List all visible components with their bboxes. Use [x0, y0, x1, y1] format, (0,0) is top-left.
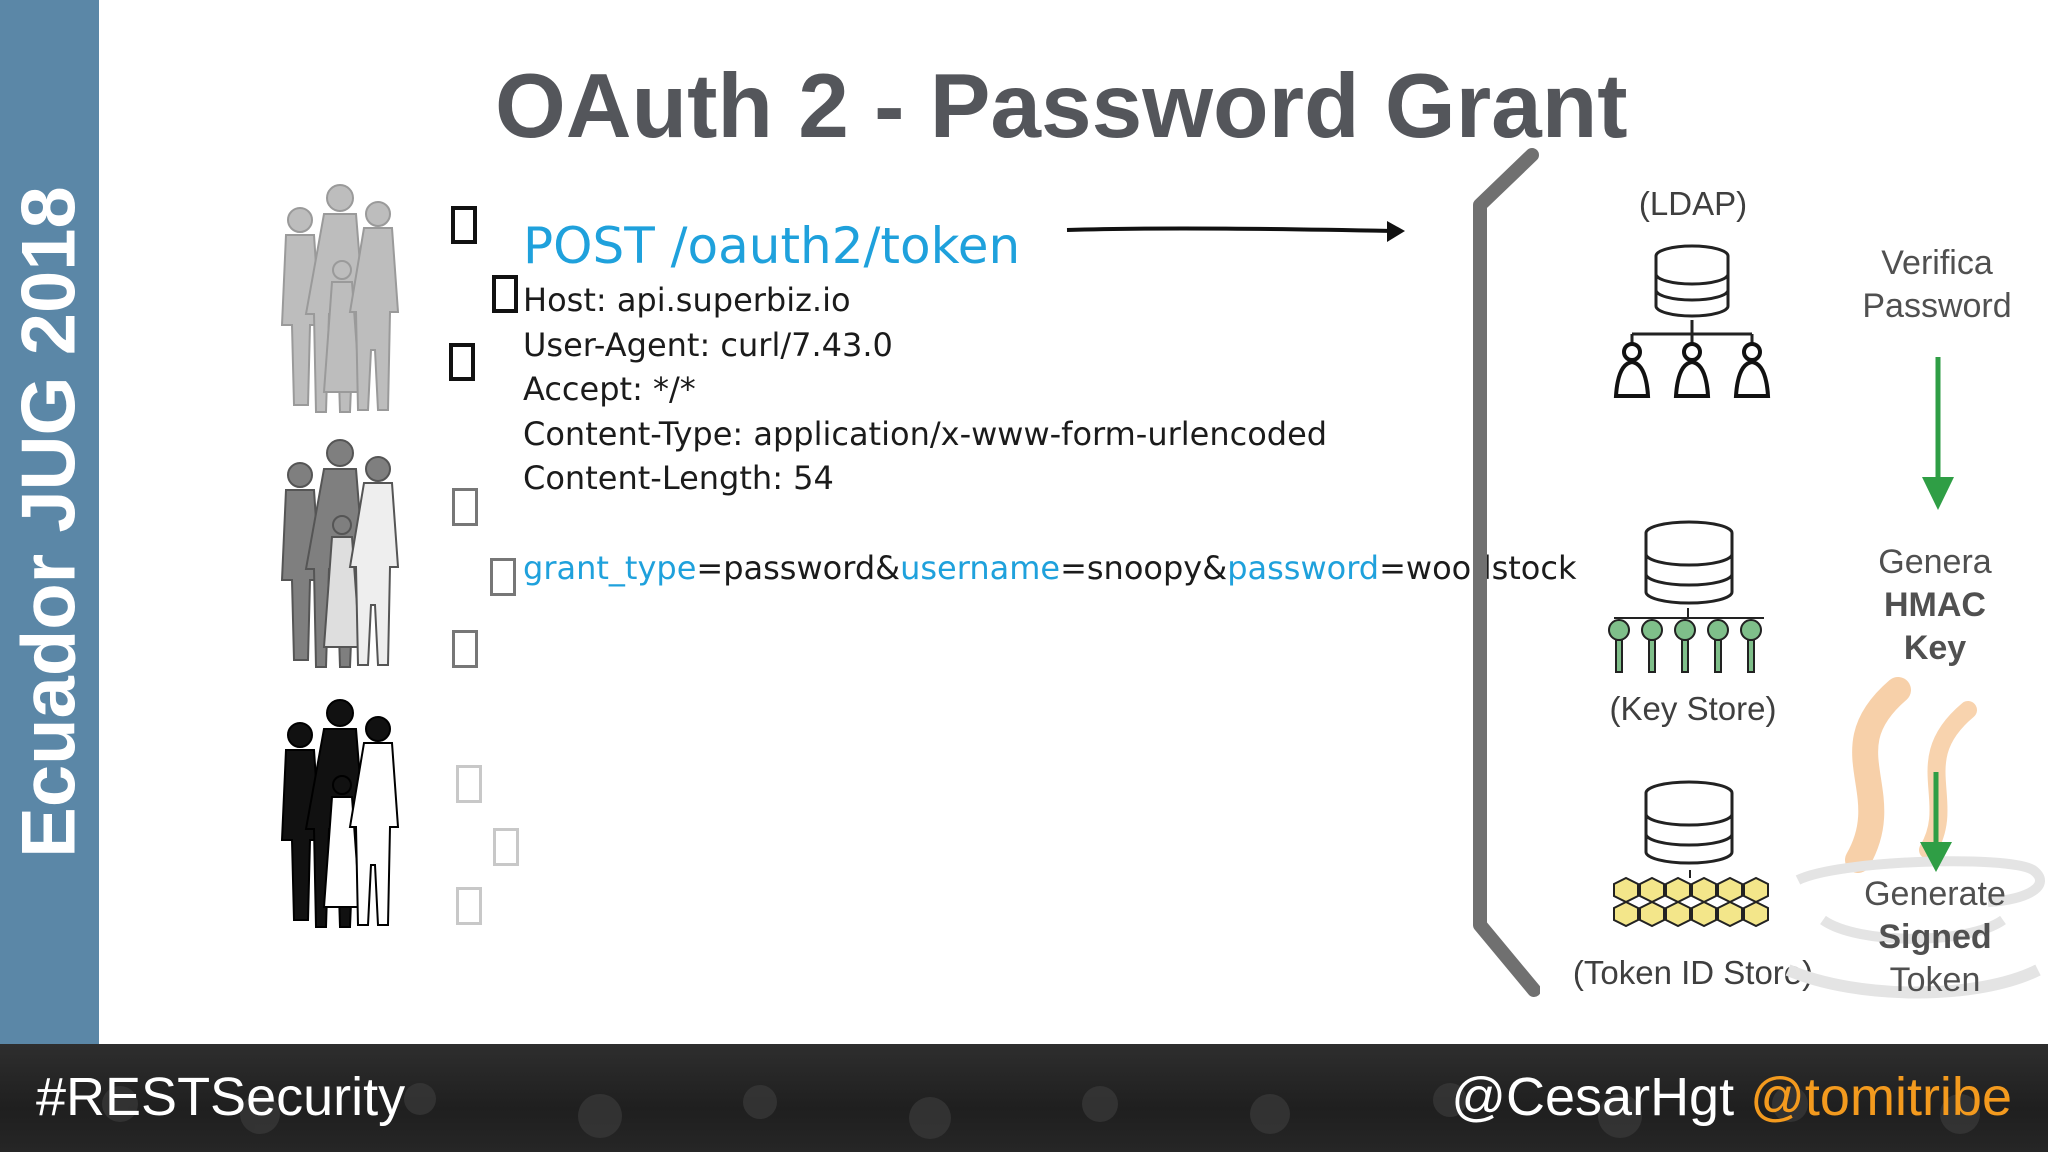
- step-verify-line2: Password: [1862, 287, 2012, 325]
- step-hmac-line3: Key: [1903, 629, 1967, 667]
- request-line: POST /oauth2/token: [523, 217, 1021, 275]
- placeholder-glyph-icon: [452, 630, 478, 668]
- database-icon: [1644, 780, 1734, 865]
- param-key-password: password: [1227, 548, 1380, 587]
- ldap-label: (LDAP): [1638, 185, 1748, 222]
- handle-cesarhgt: @CesarHgt: [1451, 1067, 1735, 1127]
- param-key-username: username: [900, 548, 1061, 587]
- placeholder-glyph-icon: [451, 206, 477, 244]
- step-token-line3: Token: [1889, 961, 1981, 999]
- header-host: Host: api.superbiz.io: [523, 281, 851, 319]
- sidebar-banner: Ecuador JUG 2018: [0, 0, 99, 1044]
- step-token-line1: Generate: [1864, 875, 2006, 913]
- placeholder-glyph-icon: [456, 887, 482, 925]
- step-generate-hmac-key: Genera HMAC Key: [1840, 541, 2030, 670]
- header-content-type: Content-Type: application/x-www-form-url…: [523, 414, 1328, 453]
- placeholder-glyph-icon: [492, 275, 518, 313]
- step-verify-password: Verifica Password: [1842, 242, 2032, 328]
- placeholder-glyph-icon: [449, 343, 475, 381]
- step-hmac-line2: HMAC: [1884, 586, 1986, 624]
- placeholder-glyph-icon: [452, 488, 478, 526]
- header-content-length: Content-Length: 54: [523, 459, 834, 497]
- param-key-grant-type: grant_type: [523, 548, 697, 587]
- param-value-grant-type: =password&: [696, 548, 901, 587]
- users-icon: [1613, 320, 1771, 398]
- request-body: grant_type=password&username=snoopy&pass…: [523, 546, 1576, 590]
- placeholder-glyph-icon: [456, 765, 482, 803]
- token-id-store-label: (Token ID Store): [1572, 954, 1814, 991]
- hashtag: #RESTSecurity: [36, 1067, 406, 1127]
- arrow-down-icon: [1920, 772, 1952, 872]
- placeholder-glyph-icon: [493, 828, 519, 866]
- key-store-label: (Key Store): [1609, 690, 1777, 727]
- database-icon: [1654, 244, 1730, 318]
- family-silhouette-icon: [280, 699, 400, 928]
- slide-title: OAuth 2 - Password Grant: [495, 56, 1628, 157]
- param-value-username: =snoopy&: [1060, 548, 1228, 587]
- database-icon: [1644, 520, 1734, 605]
- hexagons-icon: [1613, 870, 1769, 928]
- family-silhouette-icon: [280, 184, 400, 413]
- crowd-background-image: [102, 1083, 1980, 1139]
- social-handles: @CesarHgt@tomitribe: [1451, 1066, 2012, 1128]
- step-token-line2: Signed: [1878, 918, 1992, 956]
- step-hmac-line1: Genera: [1878, 543, 1992, 581]
- arrow-down-icon: [1922, 357, 1954, 510]
- handle-tomitribe: @tomitribe: [1750, 1067, 2012, 1127]
- footer-bar: #RESTSecurity @CesarHgt@tomitribe: [0, 1044, 2048, 1152]
- step-verify-line1: Verifica: [1881, 244, 1993, 282]
- keys-icon: [1608, 608, 1764, 673]
- header-user-agent: User-Agent: curl/7.43.0: [523, 325, 893, 364]
- bracket-divider: [1473, 148, 1540, 997]
- event-name: Ecuador JUG 2018: [6, 186, 92, 858]
- step-generate-signed-token: Generate Signed Token: [1840, 873, 2030, 1002]
- http-request: POST /oauth2/token Host: api.superbiz.io…: [523, 216, 1576, 590]
- family-silhouette-icon: [280, 439, 400, 668]
- arrow-right-icon: [1066, 221, 1405, 242]
- placeholder-glyph-icon: [490, 558, 516, 596]
- header-accept: Accept: */*: [523, 370, 696, 408]
